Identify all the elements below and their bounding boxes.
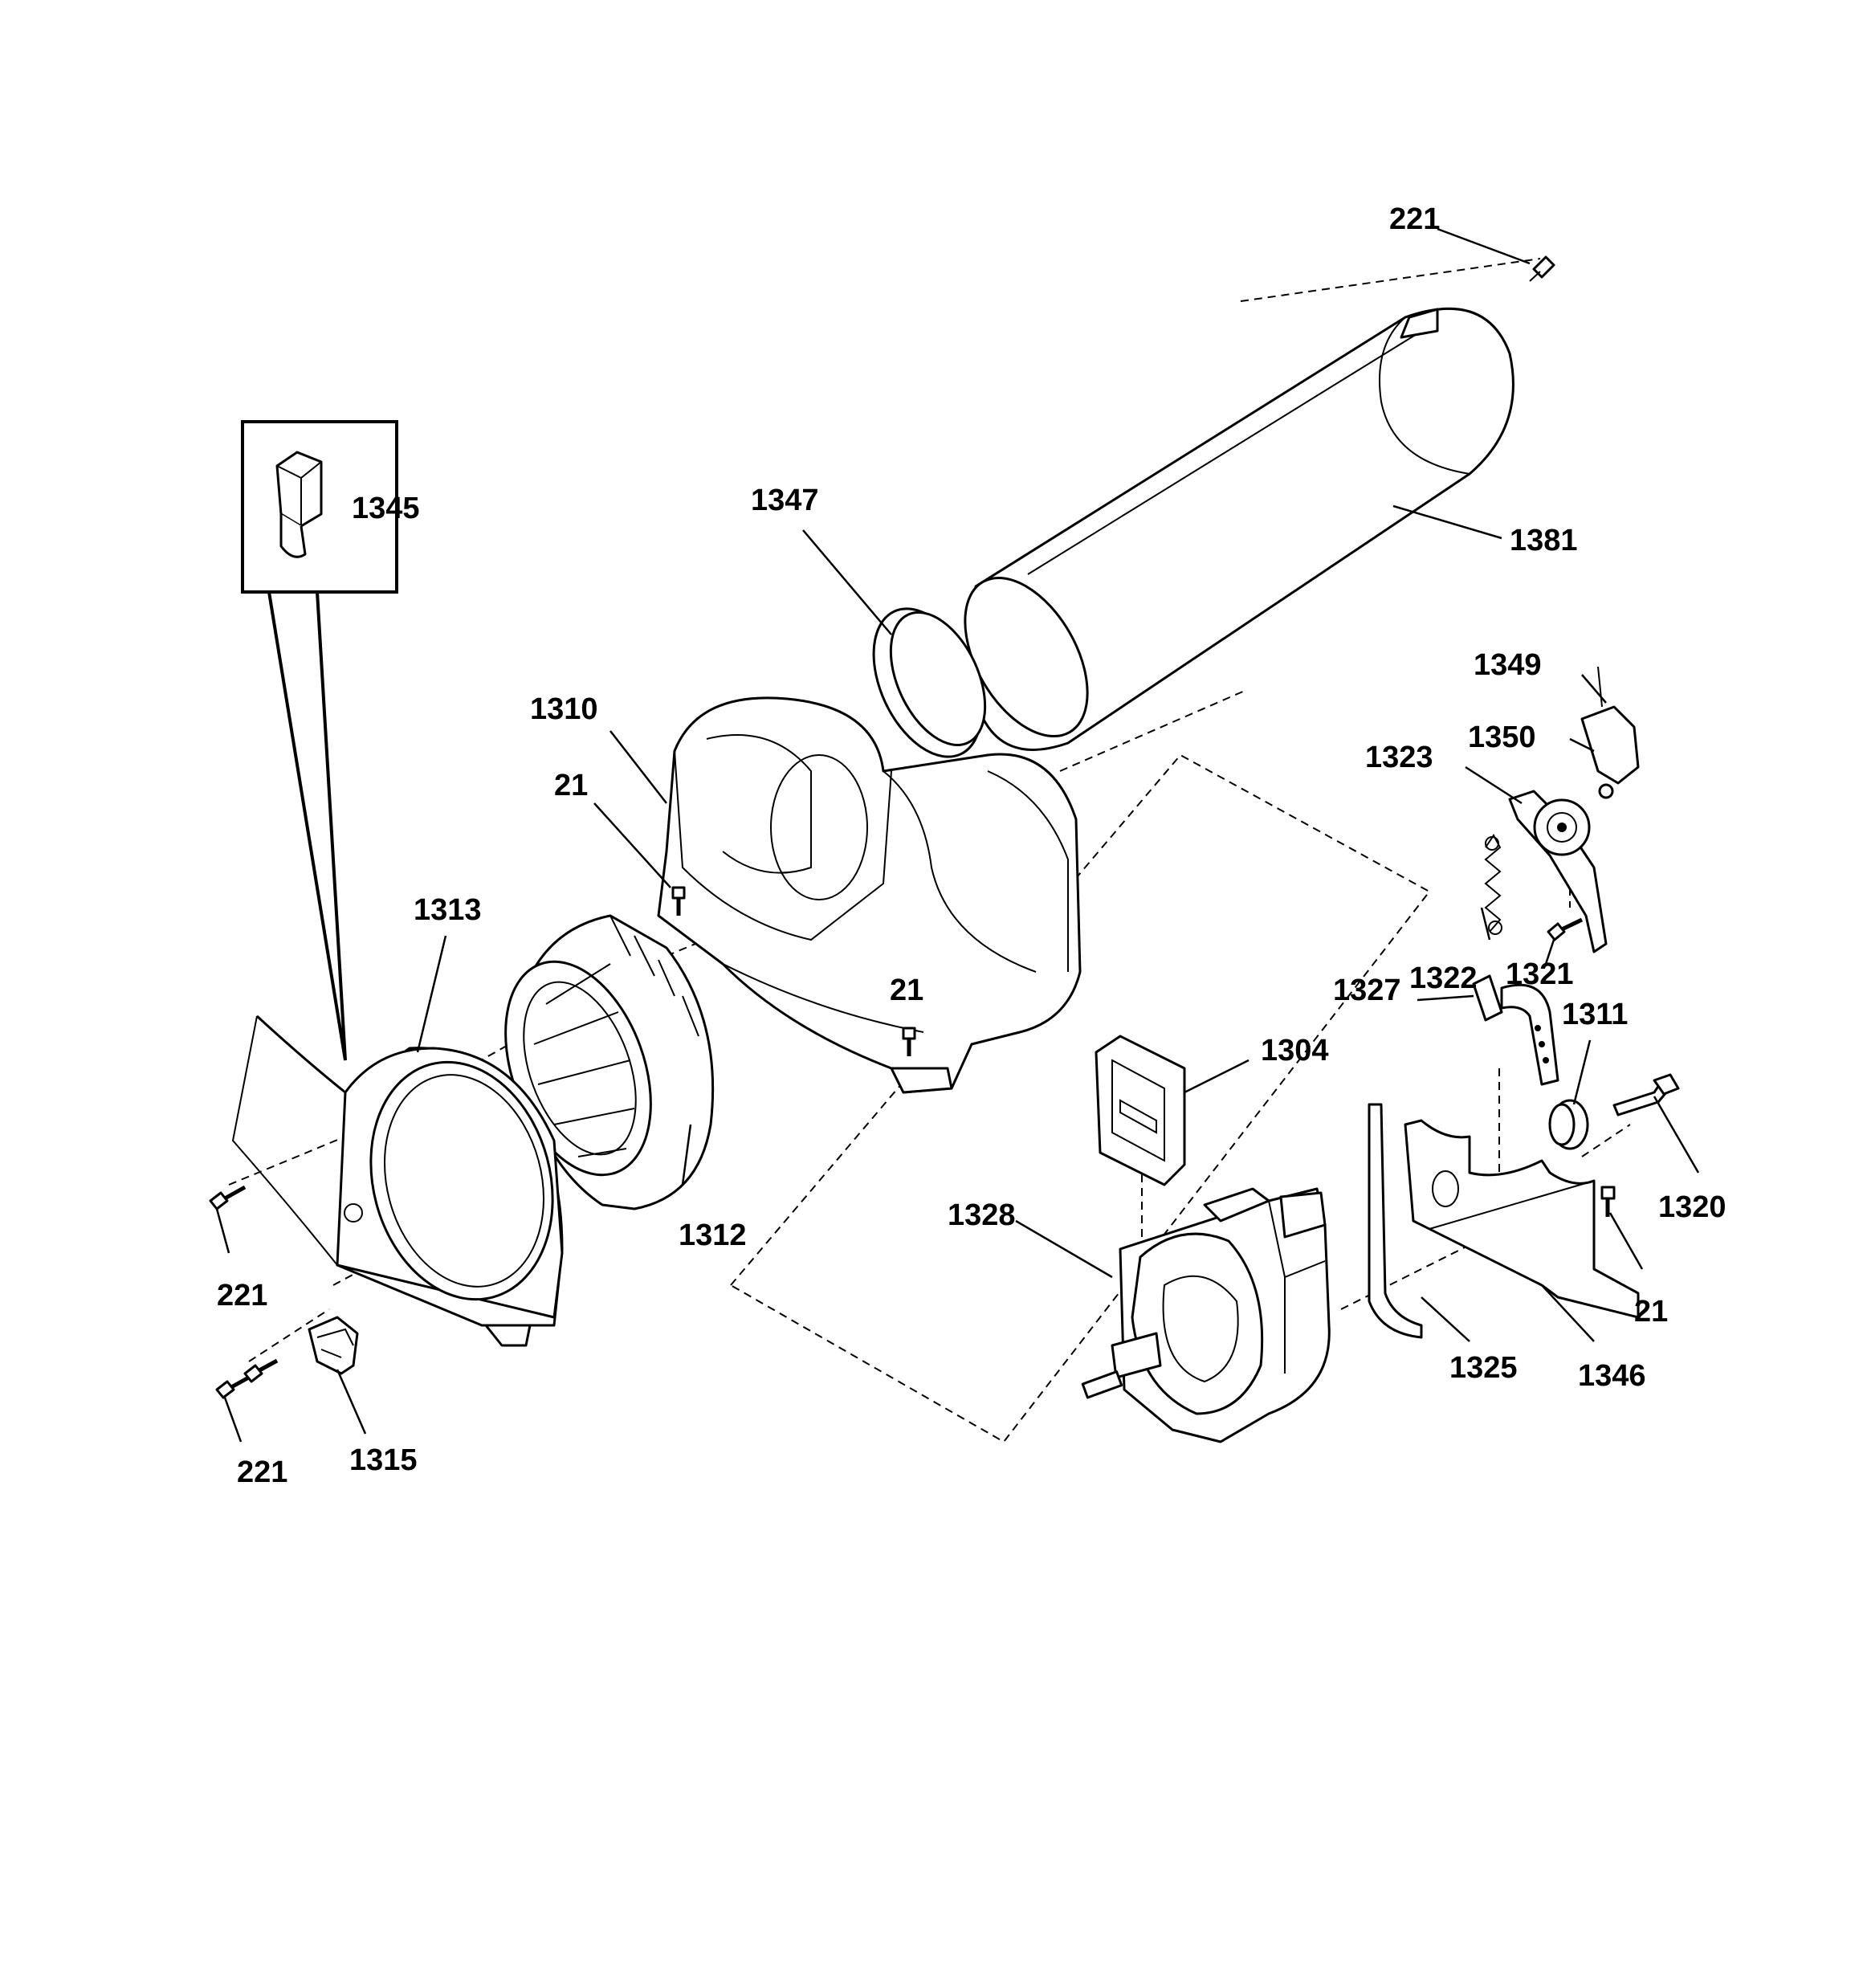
label-1313: 1313 [414,893,482,927]
label-1328: 1328 [948,1198,1016,1232]
exhaust-duct-1381 [964,307,1514,751]
blower-housing-1310 [657,696,1082,1094]
label-21-right: 21 [1634,1295,1668,1329]
leader-lines [215,227,1700,1443]
label-1304: 1304 [1261,1034,1329,1067]
drive-motor-1328 [1081,1187,1331,1443]
label-1320: 1320 [1658,1190,1726,1224]
motor-strap-1327 [1472,974,1559,1086]
switch-1349-1350 [1580,666,1640,799]
label-1325: 1325 [1449,1351,1518,1385]
label-1345: 1345 [352,492,420,525]
screw-21-upper [671,886,686,916]
label-221-left: 221 [217,1279,267,1312]
label-21-mid: 21 [890,974,923,1007]
label-1381: 1381 [1510,524,1578,557]
idler-pulley-1323 [1508,790,1608,953]
screw-221-top [1529,255,1555,282]
label-221-top: 221 [1389,202,1440,236]
label-1321: 1321 [1506,957,1574,991]
label-1350: 1350 [1468,720,1536,754]
label-1322: 1322 [1409,961,1478,995]
label-1347: 1347 [751,484,819,517]
belt-guide-1325 [1368,1103,1423,1339]
callout-box-1345 [241,420,398,1061]
screw-221-left [209,1185,247,1210]
label-21-upper: 21 [554,769,588,802]
screw-21-right [1600,1186,1616,1217]
label-1323: 1323 [1365,741,1433,774]
screw-221-bottom [215,1358,279,1399]
screw-21-mid [902,1027,916,1056]
motor-mount-1346 [1404,1119,1640,1319]
label-1315: 1315 [349,1443,418,1477]
screw-1321 [1547,917,1584,941]
blower-scroll-1313 [231,1014,564,1347]
label-1349: 1349 [1474,648,1542,682]
label-1312: 1312 [679,1219,747,1252]
part-number-labels: 221 1345 1347 1381 1349 1350 1310 1323 2… [217,202,1726,1489]
label-1311: 1311 [1562,998,1628,1031]
label-1310: 1310 [530,692,598,726]
label-221-bottom: 221 [237,1455,287,1489]
idler-spring-1322 [1484,834,1502,935]
duct-ring-1347 [872,607,987,758]
bolt-1320 [1612,1073,1680,1116]
roller-1311 [1548,1099,1589,1150]
label-1346: 1346 [1578,1359,1646,1393]
thermostat-1315 [308,1316,359,1375]
motor-seal-1304 [1095,1035,1186,1186]
label-1327: 1327 [1333,974,1401,1007]
